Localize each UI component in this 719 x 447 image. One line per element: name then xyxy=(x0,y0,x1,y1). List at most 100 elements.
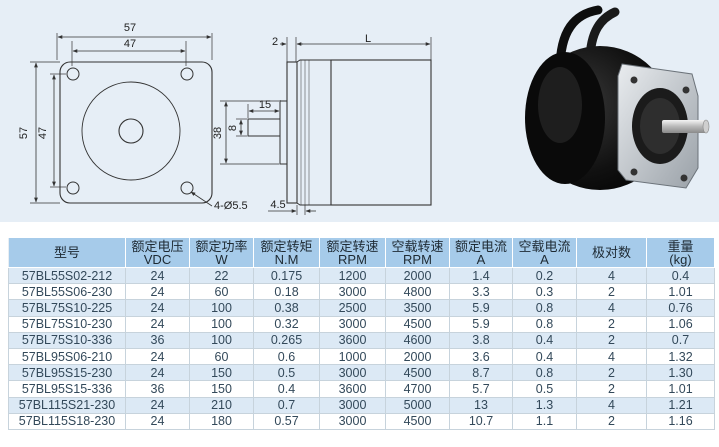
cell-no-load-current: 0.3 xyxy=(512,283,577,301)
cell-rated-torque: 0.7 xyxy=(253,397,320,414)
cell-no-load-speed: 4700 xyxy=(385,380,450,398)
cell-rated-torque: 0.4 xyxy=(253,380,320,398)
cell-rated-torque: 0.38 xyxy=(253,299,320,317)
dim-hole-spacing-height: 47 xyxy=(37,127,49,139)
header-unit: A xyxy=(476,251,486,267)
dim-flange: 2 xyxy=(272,36,278,48)
cell-model: 57BL115S21-230 xyxy=(8,397,126,414)
cell-weight: 1.06 xyxy=(646,316,715,333)
cell-model: 57BL75S10-230 xyxy=(8,316,126,333)
cell-no-load-speed: 4600 xyxy=(385,332,450,349)
cell-rated-speed: 3000 xyxy=(319,316,386,333)
cell-pole-pairs: 4 xyxy=(576,267,647,285)
cell-rated-torque: 0.175 xyxy=(253,267,320,285)
dim-shaft-diameter: 8 xyxy=(227,125,239,131)
cell-no-load-current: 0.8 xyxy=(512,364,577,382)
cell-rated-voltage: 24 xyxy=(125,348,190,366)
motor-photo xyxy=(525,5,710,190)
cell-rated-power: 100 xyxy=(189,332,254,349)
cell-no-load-speed: 4800 xyxy=(385,283,450,301)
cell-rated-speed: 1000 xyxy=(319,348,386,366)
dim-length: L xyxy=(365,33,371,45)
cell-rated-current: 3.6 xyxy=(449,348,513,366)
cell-rated-voltage: 36 xyxy=(125,380,190,398)
cell-rated-power: 22 xyxy=(189,267,254,285)
cell-model: 57BL115S18-230 xyxy=(8,413,126,430)
cell-rated-current: 5.7 xyxy=(449,380,513,398)
header-unit: A xyxy=(540,251,549,267)
cell-rated-power: 100 xyxy=(189,316,254,333)
header-weight: 重量(kg) xyxy=(646,237,715,268)
cell-model: 57BL95S06-210 xyxy=(8,348,126,366)
cell-no-load-speed: 2000 xyxy=(385,267,450,285)
header-unit: N.M xyxy=(274,251,299,267)
cell-model: 57BL75S10-225 xyxy=(8,299,126,317)
cell-rated-power: 60 xyxy=(189,283,254,301)
cell-no-load-current: 0.2 xyxy=(512,267,577,285)
cell-no-load-speed: 4500 xyxy=(385,316,450,333)
header-label: 额定转矩 xyxy=(260,238,313,254)
dim-shaft-length: 15 xyxy=(259,99,271,111)
header-label: 空载转速 xyxy=(391,238,444,254)
cell-rated-current: 5.9 xyxy=(449,299,513,317)
cell-rated-power: 150 xyxy=(189,364,254,382)
cell-pole-pairs: 2 xyxy=(576,283,647,301)
cell-pole-pairs: 2 xyxy=(576,380,647,398)
header-label: 重量 xyxy=(667,238,694,254)
cell-no-load-current: 1.3 xyxy=(512,397,577,414)
cell-model: 57BL95S15-230 xyxy=(8,364,126,382)
cell-rated-voltage: 24 xyxy=(125,316,190,333)
cell-model: 57BL55S02-212 xyxy=(8,267,126,285)
cell-rated-torque: 0.32 xyxy=(253,316,320,333)
cell-weight: 1.01 xyxy=(646,283,715,301)
header-unit: W xyxy=(215,251,228,267)
cell-weight: 1.30 xyxy=(646,364,715,382)
cell-rated-power: 100 xyxy=(189,299,254,317)
header-pole-pairs: 极对数 xyxy=(576,237,647,268)
cell-rated-power: 210 xyxy=(189,397,254,414)
front-view xyxy=(30,33,213,207)
cell-rated-current: 3.3 xyxy=(449,283,513,301)
header-label: 额定转速 xyxy=(326,238,379,254)
cell-pole-pairs: 2 xyxy=(576,332,647,349)
cell-rated-power: 180 xyxy=(189,413,254,430)
cell-rated-speed: 3000 xyxy=(319,397,386,414)
cell-rated-current: 13 xyxy=(449,397,513,414)
cell-weight: 0.7 xyxy=(646,332,715,349)
header-label: 极对数 xyxy=(591,245,631,260)
cell-no-load-speed: 4500 xyxy=(385,413,450,430)
cell-rated-voltage: 24 xyxy=(125,397,190,414)
cell-rated-speed: 3000 xyxy=(319,364,386,382)
cell-rated-current: 10.7 xyxy=(449,413,513,430)
cell-weight: 0.4 xyxy=(646,267,715,285)
dim-outer-width: 57 xyxy=(124,22,136,34)
cell-no-load-current: 0.8 xyxy=(512,299,577,317)
cell-rated-torque: 0.265 xyxy=(253,332,320,349)
header-label: 额定电压 xyxy=(131,238,184,254)
header-unit: VDC xyxy=(143,251,172,267)
cell-weight: 1.21 xyxy=(646,397,715,414)
dim-flange-thickness: 4.5 xyxy=(270,199,285,211)
cell-model: 57BL75S10-336 xyxy=(8,332,126,349)
cell-model: 57BL95S15-336 xyxy=(8,380,126,398)
cell-rated-speed: 3000 xyxy=(319,283,386,301)
cell-rated-speed: 3000 xyxy=(319,413,386,430)
cell-no-load-current: 1.1 xyxy=(512,413,577,430)
side-view xyxy=(220,37,432,215)
cell-rated-voltage: 24 xyxy=(125,413,190,430)
header-model: 型号 xyxy=(8,237,126,268)
cell-pole-pairs: 4 xyxy=(576,348,647,366)
